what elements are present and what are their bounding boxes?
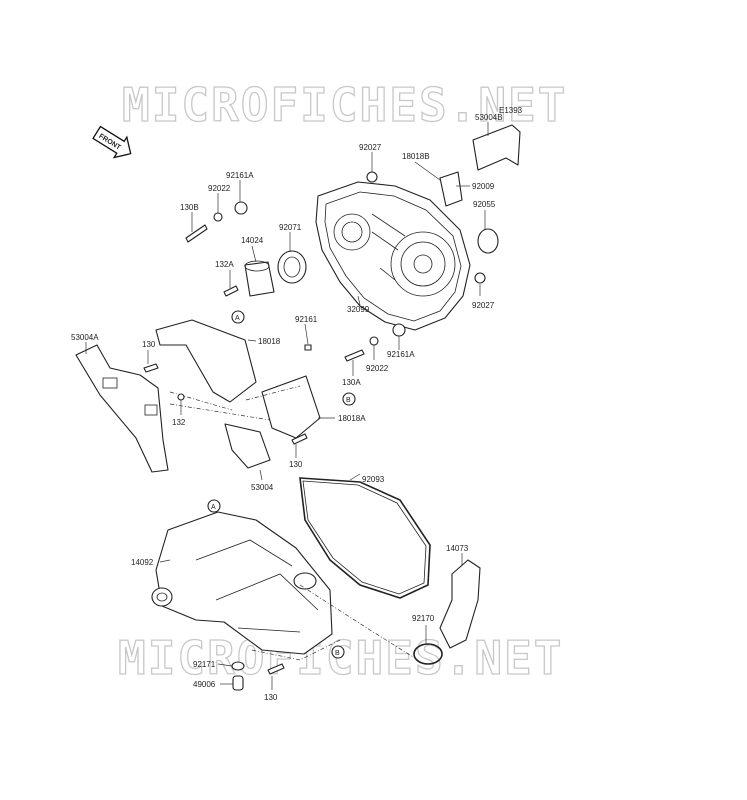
bolt-132: [177, 393, 185, 401]
collar-92161A-top: [234, 201, 248, 215]
bolt-130A: [344, 349, 365, 362]
part-label-92093: 92093: [362, 475, 385, 484]
duct-14073: [439, 559, 481, 649]
svg-text:B: B: [335, 650, 340, 657]
callout-b-mid: B: [342, 392, 356, 406]
part-label-130-bottom: 130: [264, 693, 278, 702]
part-label-92022-top: 92022: [208, 184, 231, 193]
part-labels: 53004B 18018B 92027 92009 92161A 92022 1…: [71, 113, 503, 702]
leader-lines: [85, 122, 489, 690]
part-label-53004B: 53004B: [475, 113, 503, 122]
part-label-92161: 92161: [295, 315, 318, 324]
part-label-49006: 49006: [193, 680, 216, 689]
part-label-53004A: 53004A: [71, 333, 99, 342]
bolt-132A: [223, 285, 239, 297]
part-label-92055: 92055: [473, 200, 496, 209]
part-label-92009: 92009: [472, 182, 495, 191]
diagram-code: E1393: [499, 106, 523, 115]
part-label-132: 132: [172, 418, 186, 427]
part-label-92170: 92170: [412, 614, 435, 623]
part-label-130A: 130A: [342, 378, 361, 387]
part-label-53004: 53004: [251, 483, 274, 492]
callout-a-upper: A: [231, 310, 245, 324]
svg-text:A: A: [235, 315, 240, 322]
part-label-92161A-top: 92161A: [226, 171, 254, 180]
part-label-14024: 14024: [241, 236, 264, 245]
part-label-92022-mid: 92022: [366, 364, 389, 373]
plate-53004: [224, 423, 271, 469]
bolt-130B: [185, 224, 208, 243]
part-label-18018: 18018: [258, 337, 281, 346]
watermark-top: MICROFICHES.NET: [122, 78, 567, 132]
duct-14024: [244, 261, 275, 297]
plate-53004A: [75, 344, 169, 473]
bolt-130-bottom: [267, 663, 285, 675]
clamp-92171: [231, 661, 245, 671]
gasket-92093: [299, 477, 431, 599]
part-label-18018B: 18018B: [402, 152, 430, 161]
washer-92022-top: [213, 212, 223, 222]
inner-cover-32099: [315, 181, 471, 331]
part-label-92071: 92071: [279, 223, 302, 232]
grommet-92027-top: [366, 171, 378, 183]
callout-a-lower: A: [207, 499, 221, 513]
bolt-130-mid: [291, 433, 308, 445]
part-label-32099: 32099: [347, 305, 370, 314]
hose-49006: [232, 675, 244, 691]
grommet-92161: [304, 344, 312, 351]
plate-53004B: [472, 124, 521, 171]
svg-text:A: A: [211, 504, 216, 511]
collar-92161A-mid: [392, 323, 406, 337]
part-label-92027-top: 92027: [359, 143, 382, 152]
part-label-130-mid: 130: [289, 460, 303, 469]
callout-b-lower: B: [331, 645, 345, 659]
duct-18018A: [261, 375, 321, 439]
duct-18018: [155, 319, 257, 403]
watermark-bottom: MICROFICHES.NET: [118, 631, 563, 685]
bolt-130-left: [143, 363, 159, 373]
part-label-130B: 130B: [180, 203, 199, 212]
clamp-92170: [413, 643, 443, 665]
part-label-14092: 14092: [131, 558, 154, 567]
part-label-132A: 132A: [215, 260, 234, 269]
part-label-92171: 92171: [193, 660, 216, 669]
part-label-92027-bottom: 92027: [472, 301, 495, 310]
part-label-14073: 14073: [446, 544, 469, 553]
washer-92022-mid: [369, 336, 379, 346]
seal-92071: [277, 250, 307, 284]
part-label-130-left: 130: [142, 340, 156, 349]
bracket-18018B: [439, 171, 463, 207]
part-label-92161A-mid: 92161A: [387, 350, 415, 359]
part-label-18018A: 18018A: [338, 414, 366, 423]
grommet-92027-bottom: [474, 272, 486, 284]
outer-cover-14092: [151, 511, 333, 655]
oring-92055: [477, 228, 499, 254]
svg-text:B: B: [346, 397, 351, 404]
